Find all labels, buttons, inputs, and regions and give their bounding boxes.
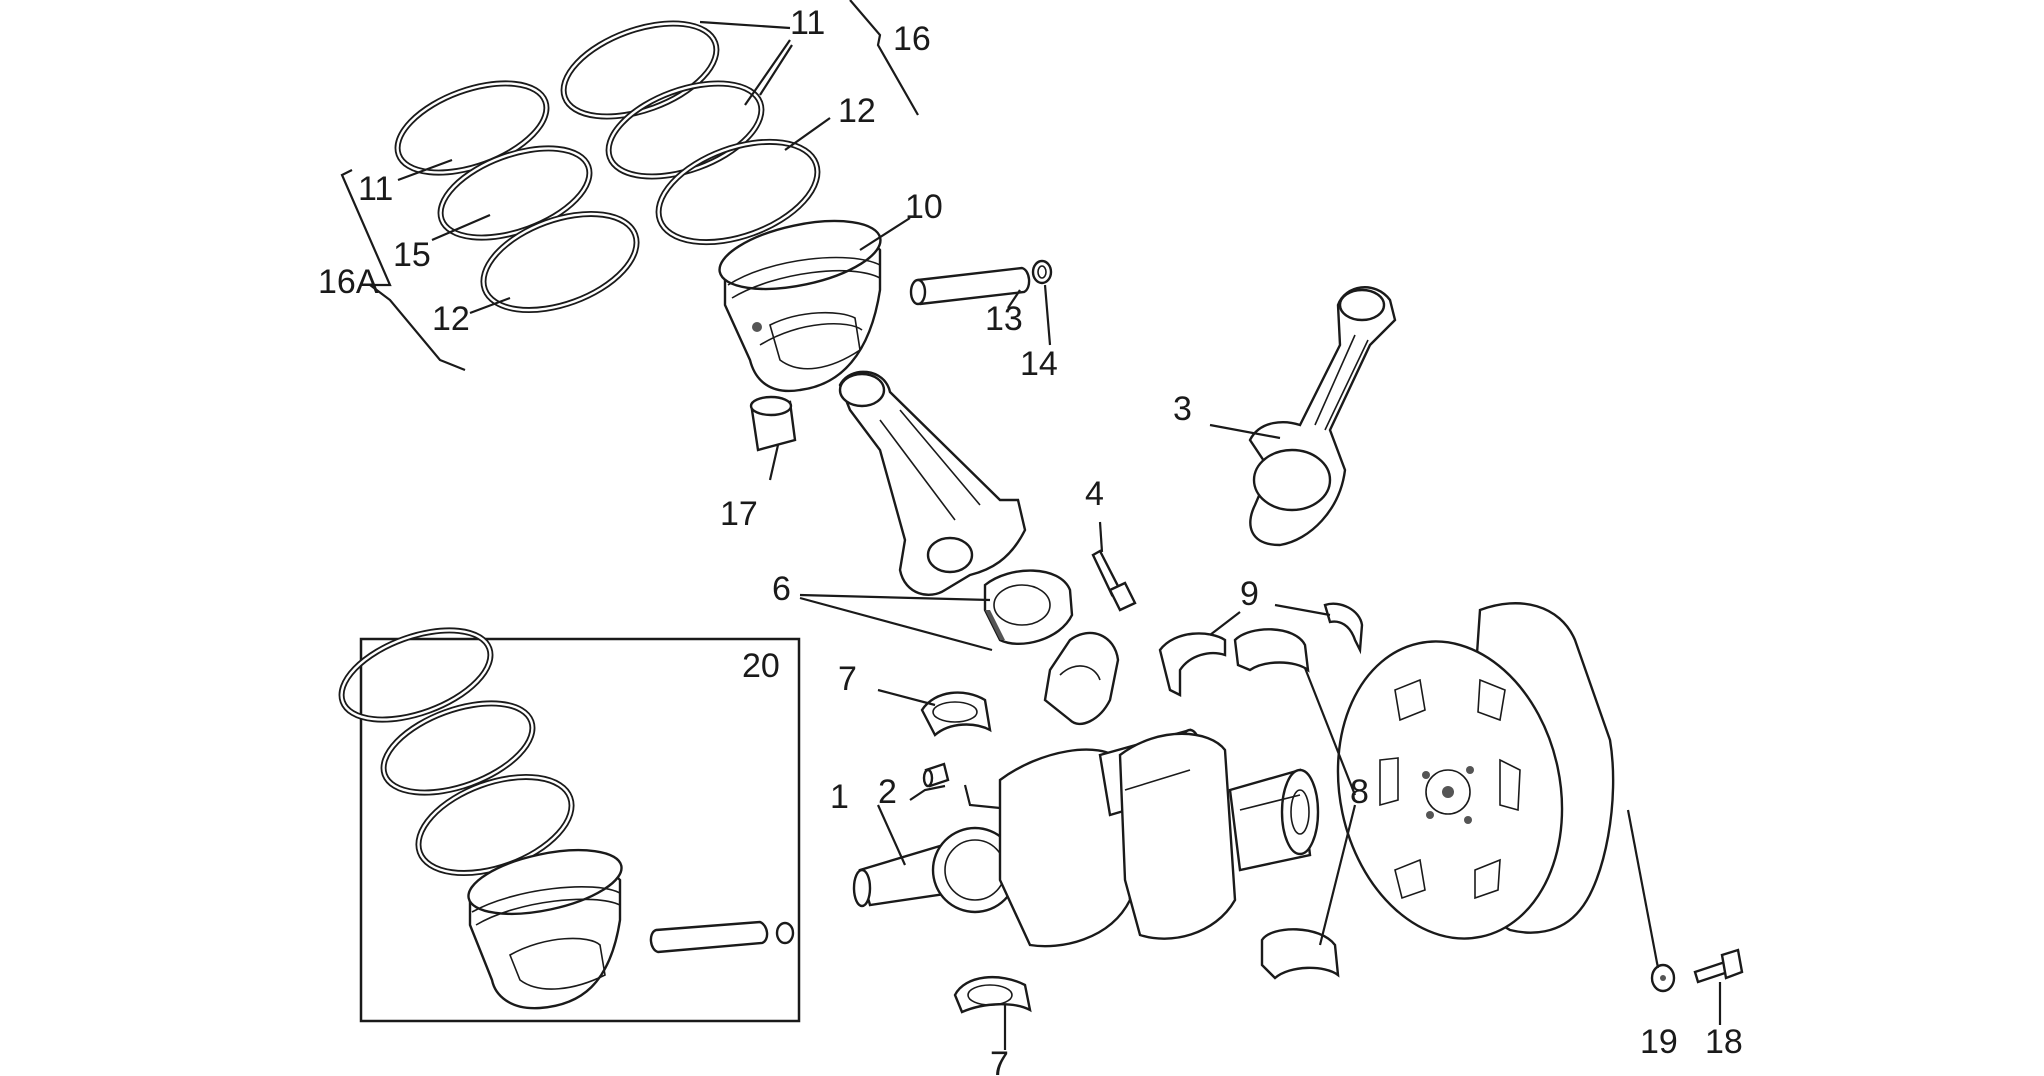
callout-16: 16 [893, 20, 931, 58]
callout-numbers: 11 16 12 11 15 16A 12 10 13 14 3 17 4 6 … [318, 4, 1743, 1076]
inset-piston [467, 848, 623, 1010]
crank-plug [922, 762, 950, 788]
callout-7-upper: 7 [838, 660, 857, 698]
callout-20: 20 [742, 647, 780, 685]
conrod-bolt [1091, 549, 1137, 612]
conrod-bearing-shells [983, 569, 1074, 645]
main-bearing-shell-8-upper [1233, 628, 1310, 673]
piston-rings-set-16a [394, 80, 640, 314]
leader-lines [397, 20, 1722, 1050]
small-end-bushing [749, 395, 797, 452]
piston-pin [909, 266, 1031, 306]
main-bearing-shell-lower [953, 975, 1032, 1014]
inset-piston-pin [649, 920, 795, 954]
callout-12-left: 12 [432, 300, 470, 338]
callout-2: 2 [878, 773, 897, 811]
thrust-washer-left [1158, 632, 1227, 697]
thrust-washer-right [1323, 602, 1364, 655]
piston-kit-inset-frame [359, 637, 801, 1023]
flywheel-bolt [1693, 948, 1744, 984]
inset-rings [338, 627, 575, 877]
callout-18: 18 [1705, 1023, 1743, 1061]
callout-19: 19 [1640, 1023, 1678, 1061]
connecting-rod-right [1248, 286, 1397, 547]
flywheel-washer [1650, 963, 1676, 993]
callout-16a: 16A [318, 263, 379, 301]
conrod-cap [1043, 631, 1120, 726]
flywheel [1336, 602, 1615, 940]
callout-15: 15 [393, 236, 431, 274]
callout-13: 13 [985, 300, 1023, 338]
callout-11-left: 11 [358, 170, 393, 208]
callout-6: 6 [772, 570, 791, 608]
crankshaft [852, 728, 1320, 948]
callout-9: 9 [1240, 575, 1259, 613]
bracket-16 [849, 0, 919, 116]
callout-7-lower: 7 [990, 1045, 1009, 1076]
callout-17: 17 [720, 495, 758, 533]
pin-circlip [1031, 259, 1053, 285]
connecting-rod-left [838, 370, 1027, 597]
bracket-16a [340, 169, 466, 372]
piston-rings-set-16 [560, 20, 821, 246]
callout-4: 4 [1085, 475, 1104, 513]
callout-14: 14 [1020, 345, 1058, 383]
main-bearing-shell-upper [920, 691, 992, 737]
callout-3: 3 [1173, 390, 1192, 428]
callout-11-top: 11 [790, 4, 825, 42]
callout-10: 10 [905, 188, 943, 226]
piston [718, 219, 882, 393]
callout-8: 8 [1350, 773, 1369, 811]
callout-12-top: 12 [838, 92, 876, 130]
main-bearing-shell-8-lower [1260, 928, 1340, 980]
callout-1: 1 [830, 778, 849, 816]
